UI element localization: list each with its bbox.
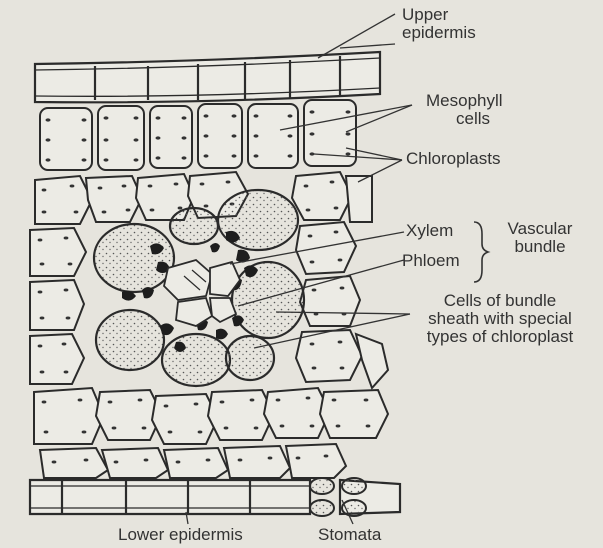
vascular-bundle-brace: [474, 222, 488, 282]
stomata-label: Stomata: [318, 526, 381, 544]
phloem-label: Phloem: [402, 252, 460, 270]
vascular-bundle-label: Vascular bundle: [494, 220, 586, 256]
xylem-label: Xylem: [406, 222, 453, 240]
vascular-core: [164, 260, 240, 326]
chloroplasts-label: Chloroplasts: [406, 150, 501, 168]
bundle-sheath-label: Cells of bundle sheath with special type…: [408, 292, 592, 346]
upper-epidermis-label: Upper epidermis: [402, 6, 476, 42]
palisade-mesophyll: [40, 100, 356, 170]
mesophyll-cells-label: Mesophyll cells: [426, 92, 503, 128]
lower-epidermis-label: Lower epidermis: [118, 526, 243, 544]
upper-epidermis-layer: [35, 52, 380, 102]
